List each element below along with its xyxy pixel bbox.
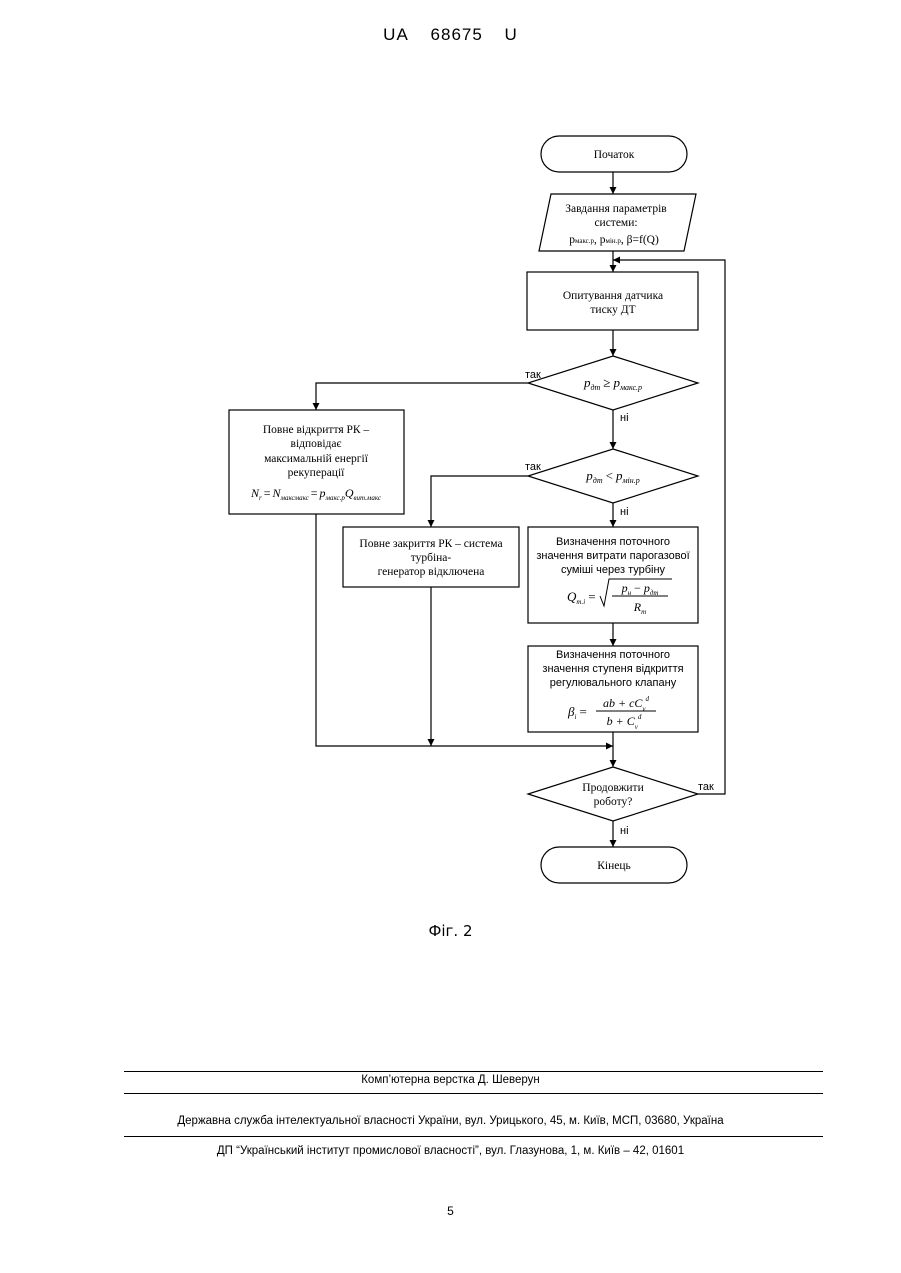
- svg-text:Rт: Rт: [633, 600, 646, 616]
- footer-rule-bottom: [124, 1136, 823, 1137]
- flow-calc-formula: Qт.і= pн−pдт Rт: [567, 579, 672, 616]
- decision2-no-label: ні: [620, 506, 629, 518]
- figure-caption: Фіг. 2: [0, 922, 901, 940]
- footer-agency: Державна служба інтелектуальної власност…: [0, 1115, 901, 1127]
- flowchart: Початок Кінець Завдання параметрів систе…: [0, 0, 901, 900]
- valve-calc-line2: значення ступеня відкриття: [542, 663, 683, 675]
- valve-calc-line1: Визначення поточного: [556, 649, 670, 661]
- decision3-no-label: ні: [620, 825, 629, 837]
- footer-rule-top: [124, 1071, 823, 1072]
- params-line1: Завдання параметрів: [565, 203, 667, 215]
- svg-text:b + Cvd: b + Cvd: [607, 713, 642, 731]
- close-full-line3: генератор відключена: [378, 566, 485, 578]
- decision2-diamond: [528, 449, 698, 503]
- end-label: Кінець: [597, 860, 631, 872]
- decision3-yes-label: так: [698, 781, 714, 793]
- footer-institute: ДП “Український інститут промислової вла…: [0, 1145, 901, 1157]
- svg-text:pн−pдт: pн−pдт: [621, 581, 659, 597]
- params-formula: pмакс.р, pмін.р, β=f(Q): [569, 234, 659, 246]
- svg-text:βі=: βі=: [567, 704, 587, 721]
- open-full-line4: рекуперації: [288, 467, 345, 479]
- decision3-line1: Продовжити: [582, 782, 643, 794]
- decision3-diamond: [528, 767, 698, 821]
- valve-calc-line3: регулювального клапану: [550, 677, 677, 689]
- poll-line2: тиску ДТ: [590, 304, 635, 316]
- flow-calc-line3: суміші через турбіну: [561, 564, 666, 576]
- footer-typesetting: Комп’ютерна верстка Д. Шеверун: [0, 1074, 901, 1086]
- svg-text:ab + cCvd: ab + cCvd: [603, 695, 650, 713]
- decision3-line2: роботу?: [594, 796, 633, 808]
- open-full-line2: відповідає: [291, 438, 342, 450]
- svg-text:Qт.і=: Qт.і=: [567, 589, 596, 606]
- flow-calc-line1: Визначення поточного: [556, 536, 670, 548]
- flow-calc-line2: значення витрати парогазової: [536, 550, 689, 562]
- open-full-formula: Nr=Nмаксмакс=pмакс.рQвит.макс: [250, 486, 382, 502]
- start-label: Початок: [594, 149, 635, 161]
- valve-calc-formula: βі= ab + cCvd b + Cvd: [567, 695, 656, 731]
- decision2-yes-label: так: [525, 461, 541, 473]
- params-line2: системи:: [594, 217, 637, 229]
- decision1-condition: pдт≥pмакс.р: [583, 375, 642, 392]
- page-number: 5: [0, 1204, 901, 1218]
- decision1-yes-label: так: [525, 369, 541, 381]
- decision1-no-label: ні: [620, 412, 629, 424]
- footer-rule-middle: [124, 1093, 823, 1094]
- open-full-line1: Повне відкриття РК –: [263, 424, 370, 436]
- close-full-line2: турбіна-: [411, 552, 452, 564]
- close-full-line1: Повне закриття РК – система: [359, 538, 502, 550]
- poll-line1: Опитування датчика: [563, 290, 663, 302]
- open-full-line3: максимальній енергії: [264, 453, 369, 465]
- decision2-condition: pдт<pмін.р: [585, 468, 639, 485]
